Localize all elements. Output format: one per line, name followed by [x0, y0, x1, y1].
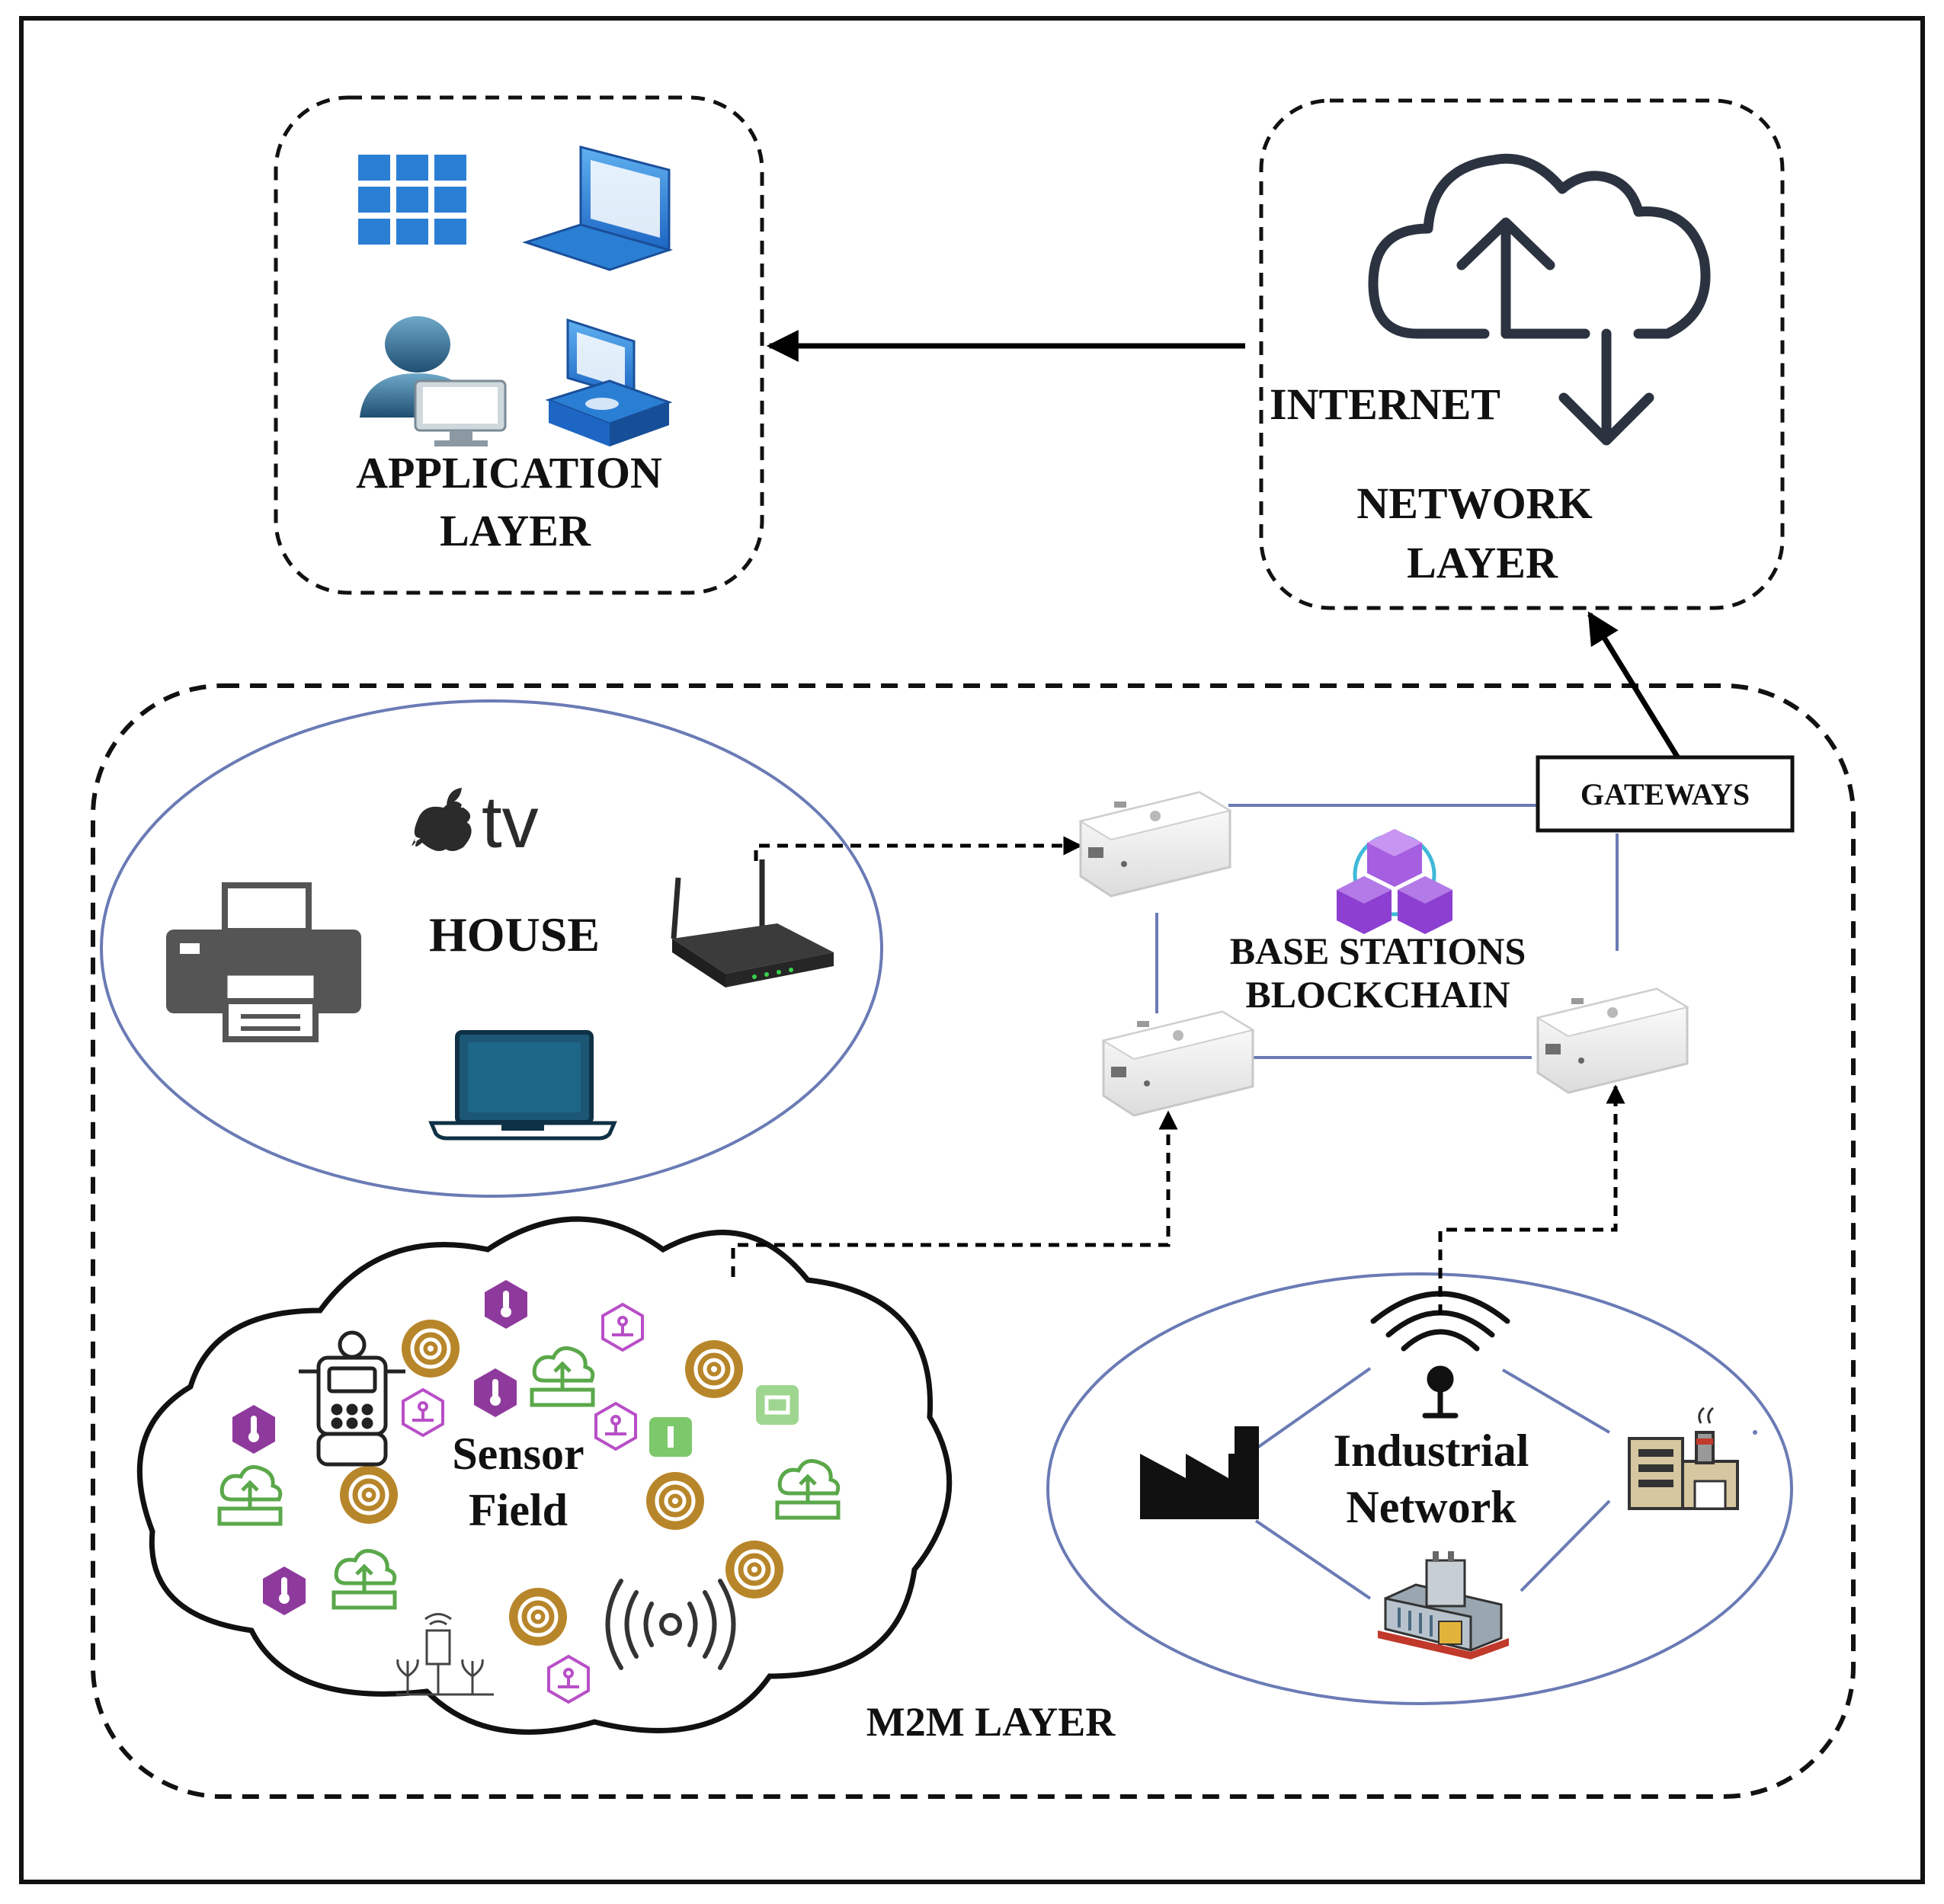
network-node-sensor-icon: [594, 1401, 637, 1451]
temperature-sensor-icon: [263, 1566, 306, 1615]
user-at-computer-icon: [360, 316, 507, 446]
network-node-sensor-icon: [547, 1654, 590, 1704]
cloud-upload-sensor-icon: [530, 1346, 595, 1407]
wireless-sensor-icon: [509, 1588, 567, 1646]
apple-tv-text: tv: [482, 782, 539, 863]
temperature-sensor-icon: [474, 1368, 517, 1417]
cloud-upload-download-icon: [1368, 153, 1711, 446]
grid-app-icon: [358, 155, 466, 245]
application-layer-label-line1: APPLICATION: [356, 448, 662, 498]
sensor-field-to-base-station-arrow: [731, 1110, 1178, 1277]
m2m-layer-label: M2M LAYER: [866, 1699, 1116, 1745]
sensor-field-label-line1: Sensor: [452, 1429, 584, 1479]
industrial-to-base-station-arrow: [1438, 1084, 1625, 1315]
application-layer-box: [274, 95, 764, 595]
outer-frame: [19, 16, 1925, 1884]
laptop-icon: [522, 146, 674, 271]
house-to-base-station-arrow: [754, 836, 1083, 861]
internet-label: INTERNET: [1270, 379, 1500, 429]
base-station-device-1: [1078, 791, 1232, 898]
gateways-box: [1536, 755, 1795, 833]
wireless-sensor-icon: [646, 1472, 704, 1530]
temperature-sensor-icon: [232, 1405, 275, 1454]
base-station-device-2: [1101, 1010, 1255, 1117]
m2m-layer-box: [91, 683, 1856, 1799]
sensor-field-label-line2: Field: [469, 1485, 568, 1535]
data-sensor-icon: [756, 1385, 799, 1425]
gateways-to-network-arrow: [1587, 611, 1682, 762]
network-layer-label-line1: NETWORK: [1356, 478, 1592, 528]
cloud-upload-sensor-icon: [331, 1549, 397, 1610]
wifi-router-icon: [671, 859, 834, 987]
network-layer-label-line2: LAYER: [1407, 538, 1558, 587]
blockchain-ring-lines: [1155, 804, 1619, 1059]
temperature-sensor-icon: [485, 1280, 527, 1329]
agriculture-sensor-icon: [396, 1613, 494, 1696]
broadcast-signal-icon: [605, 1579, 736, 1670]
house-label: HOUSE: [429, 907, 600, 962]
wireless-sensor-icon: [340, 1466, 398, 1524]
power-plant-icon: [1628, 1406, 1739, 1510]
industrial-network-label-line1: Industrial: [1334, 1426, 1529, 1476]
printer-icon: [166, 882, 361, 1042]
desktop-computer-icon: [545, 318, 673, 446]
industrial-ring-lines: [1254, 1367, 1611, 1600]
network-node-sensor-icon: [402, 1387, 444, 1438]
info-sensor-icon: [649, 1417, 692, 1457]
industrial-building-icon: [1378, 1551, 1509, 1659]
factory-icon: [1140, 1426, 1259, 1519]
application-layer-label-line2: LAYER: [440, 506, 591, 555]
wireless-sensor-icon: [685, 1340, 743, 1398]
wireless-sensor-icon: [725, 1541, 783, 1598]
house-ellipse: [100, 699, 883, 1198]
network-layer-box: [1259, 98, 1785, 610]
network-node-sensor-icon: [601, 1302, 644, 1352]
industrial-network-label-line2: Network: [1346, 1482, 1516, 1532]
cloud-upload-sensor-icon: [217, 1465, 283, 1526]
base-stations-label-line2: BLOCKCHAIN: [1245, 973, 1510, 1016]
gateways-label: GATEWAYS: [1581, 777, 1750, 811]
cloud-upload-sensor-icon: [775, 1459, 841, 1520]
sensor-field-cloud: [136, 1216, 953, 1735]
sound-meter-device-icon: [299, 1330, 405, 1467]
industrial-network-ellipse: [1046, 1272, 1793, 1705]
decorative-dot: [1753, 1430, 1757, 1435]
wireless-sensor-icon: [402, 1320, 460, 1378]
base-stations-label-line1: BASE STATIONS: [1230, 930, 1526, 972]
base-station-device-3: [1536, 987, 1689, 1094]
house-laptop-icon: [428, 1030, 617, 1141]
apple-logo-icon: [412, 788, 472, 851]
blockchain-cubes-icon: [1337, 829, 1452, 934]
